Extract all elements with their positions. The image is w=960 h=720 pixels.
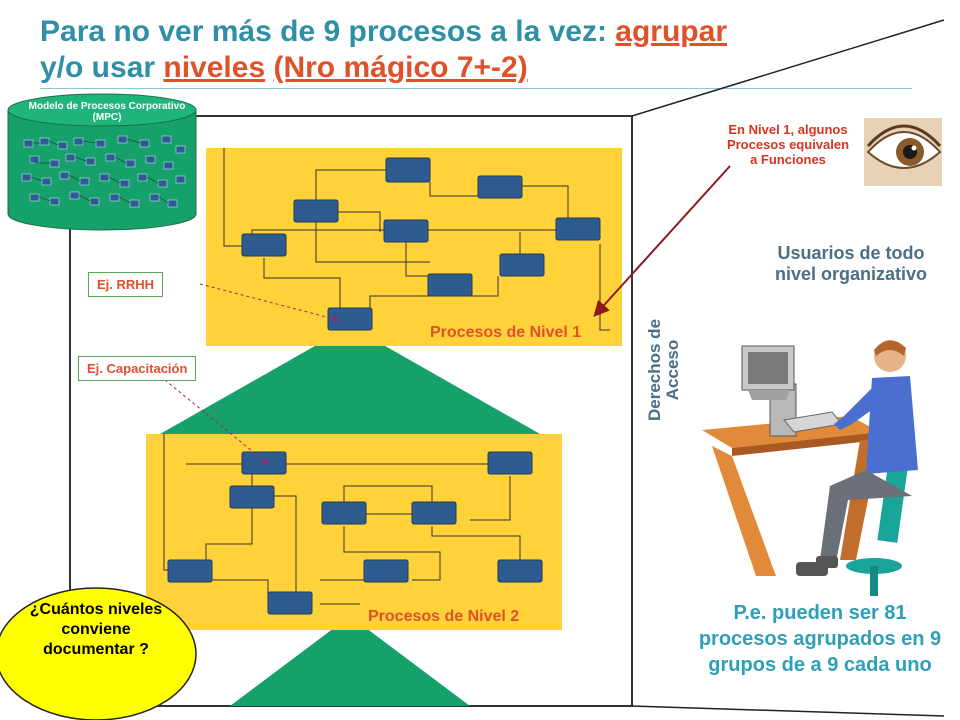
database-cylinder-icon (7, 93, 197, 231)
derechos-line-2: Acceso (663, 340, 682, 400)
process-box (383, 219, 429, 243)
process-box (411, 501, 457, 525)
derechos-line-1: Derechos de (645, 319, 664, 421)
nivel-1-note: En Nivel 1, algunos Procesos equivalen a… (726, 122, 850, 167)
process-box (555, 217, 601, 241)
process-box (293, 199, 339, 223)
question-text: ¿Cuántos niveles conviene documentar ? (29, 601, 163, 658)
title-link-niveles: niveles (163, 51, 266, 84)
arrow-capacitacion (159, 375, 269, 465)
process-box (499, 253, 545, 277)
title-line-1: Para no ver más de 9 procesos a la vez: … (40, 14, 920, 50)
user-at-computer-illustration (702, 340, 918, 596)
process-box (241, 451, 287, 475)
question-bubble (0, 587, 197, 720)
process-box (497, 559, 543, 583)
arrow-nivel-1 (593, 165, 731, 317)
process-box (477, 175, 523, 199)
zoom-line-top (631, 19, 945, 117)
level-2-connectors (163, 434, 521, 605)
process-box (167, 559, 213, 583)
usuarios-note: Usuarios de todo nivel organizativo (774, 243, 928, 284)
title-link-agrupar: agrupar (615, 15, 727, 48)
pyramid-level-1 (160, 326, 540, 434)
example-81-processes: P.e. pueden ser 81 procesos agrupados en… (698, 602, 942, 676)
level-2-process-boxes (167, 451, 543, 615)
process-box (487, 451, 533, 475)
derechos-de-acceso-label: Derechos de Acceso (645, 319, 682, 421)
process-box (267, 591, 313, 615)
mpc-label: Modelo de Procesos Corporativo (MPC) (28, 101, 186, 123)
process-box (327, 307, 373, 331)
title-rule (40, 88, 912, 89)
process-box (427, 273, 473, 297)
pyramid-level-2 (230, 616, 470, 706)
zoom-line-bottom (631, 705, 945, 717)
process-box (241, 233, 287, 257)
example-rrhh: Ej. RRHH (88, 272, 164, 297)
example-capacitacion: Ej. Capacitación (78, 356, 197, 381)
process-box (385, 157, 431, 183)
title-line-2: y/o usar niveles (Nro mágico 7+-2) (40, 50, 920, 86)
level-1-process-boxes (241, 157, 601, 331)
eye-icon (864, 118, 942, 186)
page-title: Para no ver más de 9 procesos a la vez: … (40, 14, 920, 86)
title-text: Para no ver más de 9 procesos a la vez: (40, 15, 616, 48)
title-link-nro-magico: (Nro mágico 7+-2) (273, 51, 528, 84)
process-box (363, 559, 409, 583)
process-box (321, 501, 367, 525)
title-text: y/o usar (40, 51, 164, 84)
process-box (229, 485, 275, 509)
level-1-label: Procesos de Nivel 1 (430, 324, 582, 341)
level-2-label: Procesos de Nivel 2 (368, 608, 520, 625)
